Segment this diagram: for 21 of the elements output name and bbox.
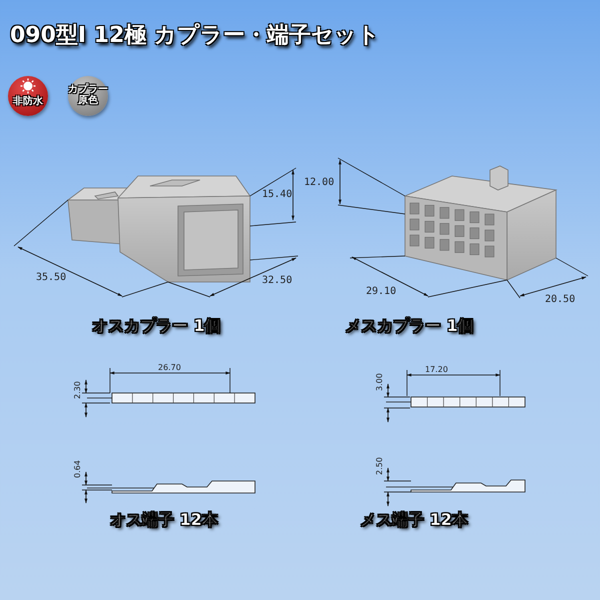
caption: オス端子 12本 — [110, 512, 218, 528]
title: 090型I 12極 カプラー・端子セット — [10, 22, 380, 50]
dimension-text: 29.10 — [366, 287, 396, 297]
caption: メス端子 12本 — [360, 512, 468, 528]
badge-text: 非防水 — [12, 97, 44, 108]
badge — [8, 76, 48, 116]
dimension-text: 2.30 — [74, 381, 82, 399]
dimension-text: 0.64 — [74, 460, 82, 478]
caption: メスカプラー 1個 — [345, 318, 474, 334]
dimension-text: 20.50 — [545, 295, 576, 305]
dimension-text: 15.40 — [262, 190, 292, 200]
dimension-text: 2.50 — [376, 457, 384, 475]
dimension-text: 3.00 — [376, 373, 384, 391]
badge-text: カプラー原色 — [67, 85, 109, 106]
dimension-text: 26.70 — [158, 364, 181, 372]
dimension-text: 35.50 — [36, 273, 66, 283]
dimension-text: 17.20 — [425, 366, 448, 374]
dimension-text: 32.50 — [262, 276, 292, 286]
dimension-text: 12.00 — [304, 178, 334, 188]
badge — [68, 76, 108, 116]
caption: オスカプラー 1個 — [92, 318, 221, 334]
